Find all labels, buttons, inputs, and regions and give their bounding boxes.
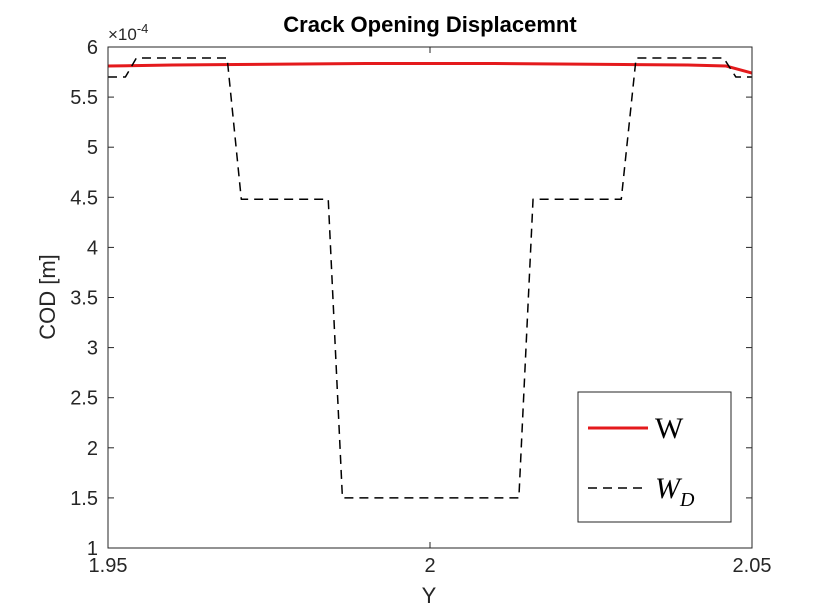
y-exponent-power: -4 xyxy=(137,21,149,36)
legend-label-wd: WD xyxy=(655,472,695,511)
y-axis-label: COD [m] xyxy=(35,254,60,340)
y-tick-label: 5 xyxy=(87,137,98,159)
y-exponent-label: ×10-4 xyxy=(108,21,148,44)
x-axis-label: Y xyxy=(422,583,437,608)
legend-box xyxy=(577,391,732,523)
y-tick-label: 1.5 xyxy=(70,488,98,510)
y-tick-label: 1 xyxy=(87,538,98,560)
series-layer xyxy=(107,57,753,499)
y-tick-label: 3.5 xyxy=(70,288,98,310)
legend-label-w: W xyxy=(655,412,684,445)
tick-labels: 1.95 2 2.05 1 1.5 2 2.5 3 3.5 4 4.5 5 5.5 6 xyxy=(70,37,771,577)
legend-label-wd-sub: D xyxy=(679,489,695,511)
y-tick-label: 2.5 xyxy=(70,388,98,410)
y-exponent-base: ×10 xyxy=(108,25,137,44)
y-tick-label: 5.5 xyxy=(70,87,98,109)
x-tick-label: 2.05 xyxy=(733,555,772,577)
legend-label-wd-main: W xyxy=(655,472,683,505)
x-tick-label: 1.95 xyxy=(89,555,128,577)
y-tick-label: 3 xyxy=(87,338,98,360)
chart-title: Crack Opening Displacemnt xyxy=(283,12,577,37)
x-tick-label: 2 xyxy=(424,555,435,577)
plot-area-frame xyxy=(107,46,753,549)
y-tick-label: 6 xyxy=(87,37,98,59)
y-tick-label: 4.5 xyxy=(70,187,98,209)
legend: W WD xyxy=(577,391,732,523)
series-line-w xyxy=(107,62,753,75)
y-tick-label: 2 xyxy=(87,438,98,460)
y-tick-label: 4 xyxy=(87,237,98,259)
